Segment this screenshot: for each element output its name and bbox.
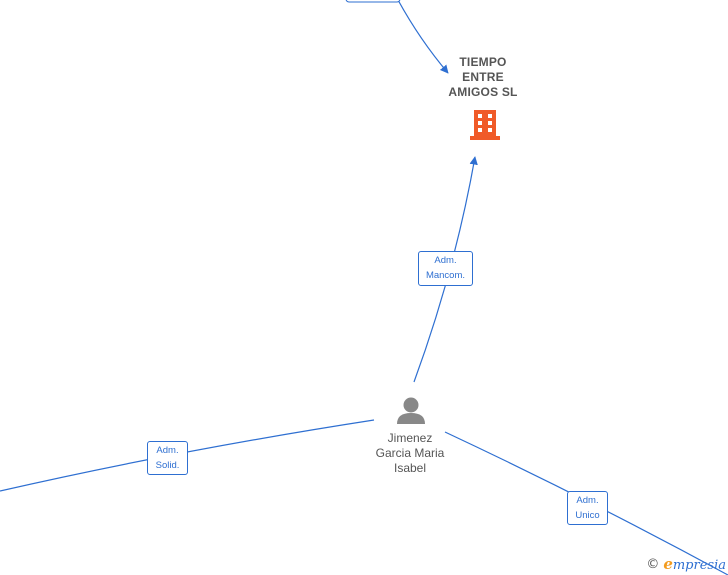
copyright-symbol: ©: [646, 556, 660, 572]
building-icon[interactable]: [470, 110, 500, 140]
edge-label-top-partial[interactable]: [345, 0, 401, 3]
edge-top-to-company: [397, 0, 449, 74]
empresia-watermark: © empresia: [646, 555, 726, 573]
brand-logo: empresia: [663, 555, 726, 573]
edge-label-adm-mancom[interactable]: Adm. Mancom.: [418, 251, 473, 286]
company-name[interactable]: TIEMPO ENTRE AMIGOS SL: [448, 55, 518, 99]
person-icon[interactable]: [397, 397, 425, 425]
edge-label-adm-unico[interactable]: Adm. Unico: [567, 491, 608, 525]
edge-label-adm-solid[interactable]: Adm. Solid.: [147, 441, 188, 475]
person-name[interactable]: Jimenez Garcia Maria Isabel: [375, 431, 445, 475]
